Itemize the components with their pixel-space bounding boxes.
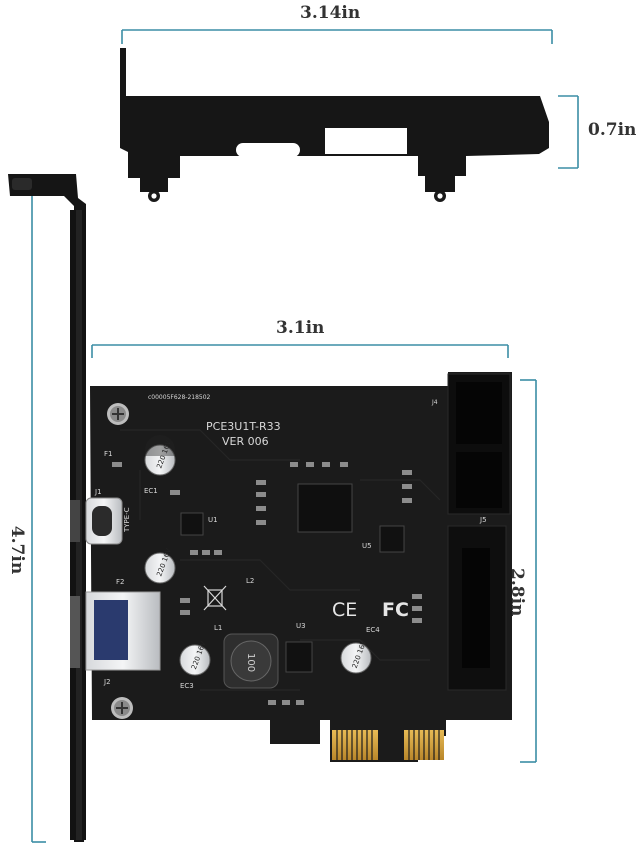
weee-bin-icon (203, 585, 227, 611)
type-c-label: TYPE-C (123, 507, 131, 533)
ec1-label: EC1 (144, 487, 158, 495)
low-profile-bracket (120, 48, 549, 202)
card-height-label: 2.8in (507, 568, 527, 617)
j4-label: J4 (431, 399, 438, 406)
f1-label: F1 (104, 450, 112, 458)
usb-c-port (70, 497, 123, 545)
capacitors (144, 435, 372, 676)
u1-label: U1 (208, 516, 218, 524)
pcb-board: c00005F628-218502 PCE3U1T-R33 VER 006 TY… (70, 372, 512, 762)
u5-label: U5 (362, 542, 372, 550)
l1-label: L1 (214, 624, 222, 632)
pcb-version: VER 006 (222, 435, 269, 448)
screw (107, 403, 133, 719)
bracket-width-label: 3.14in (300, 3, 361, 23)
ec3-label: EC3 (180, 682, 194, 690)
gold-fingers (332, 730, 444, 760)
ce-mark: CE (332, 599, 357, 621)
full-height-label: 4.7in (7, 525, 28, 575)
l2-label: L2 (246, 577, 254, 585)
usb-header-j4 (447, 373, 511, 515)
controller-chip (180, 483, 405, 673)
pcb-model: PCE3U1T-R33 (206, 420, 281, 433)
j1-label: J1 (94, 488, 102, 496)
f2-label: F2 (116, 578, 124, 586)
fc-mark: FC (382, 599, 409, 621)
ec4-label: EC4 (366, 626, 380, 634)
bracket-height-label: 0.7in (588, 120, 637, 140)
j5-label: J5 (479, 516, 487, 524)
j2-label: J2 (103, 678, 111, 686)
u3-label: U3 (296, 622, 306, 630)
inductor-label: 100 (245, 653, 256, 672)
dimension-lines (31, 29, 579, 843)
pcb-serial: c00005F628-218502 (148, 394, 211, 401)
usb-a-port (70, 591, 161, 671)
card-width-label: 3.1in (276, 318, 325, 338)
sata-connector-j5 (447, 525, 507, 691)
inductor (223, 633, 279, 689)
